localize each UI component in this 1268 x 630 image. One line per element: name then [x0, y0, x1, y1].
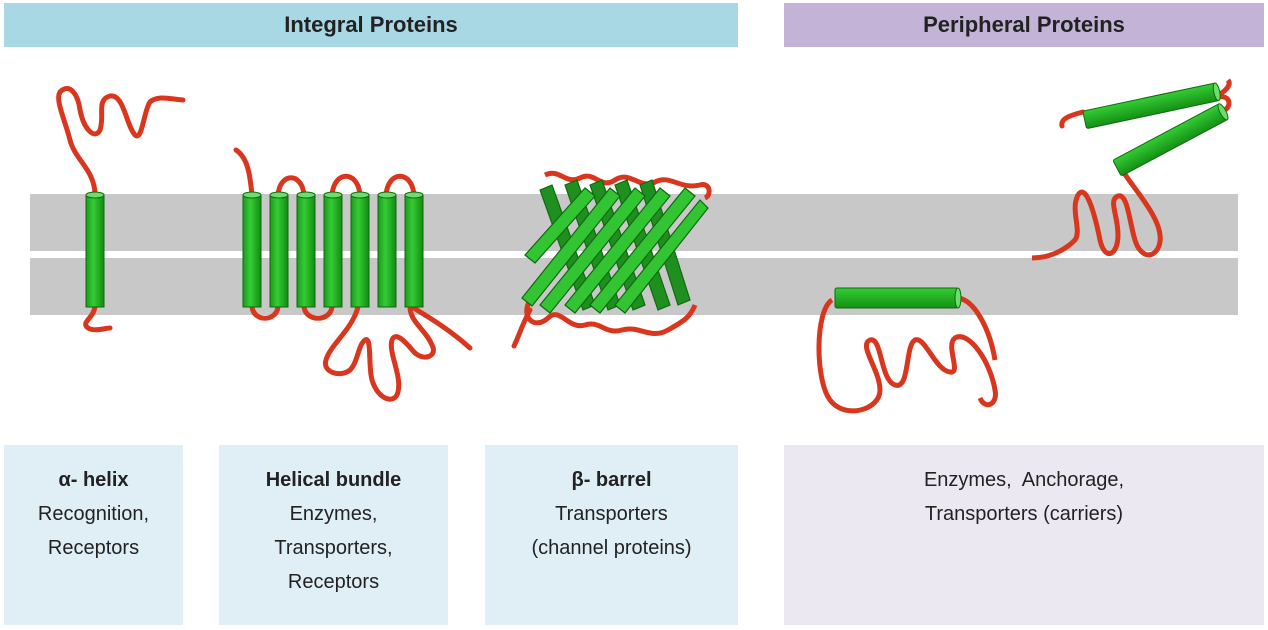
beta-barrel-line-2: (channel proteins) — [531, 537, 692, 559]
peripheral-line-2: Transporters (carriers) — [924, 503, 1124, 525]
alpha-helix-title: α- helix — [58, 469, 129, 491]
peripheral-info-box: Enzymes, Anchorage, Transporters (carrie… — [784, 445, 1264, 625]
helical-bundle-line-1: Enzymes, — [289, 503, 378, 525]
helical-bundle-protein-icon — [233, 147, 473, 402]
integral-proteins-header: Integral Proteins — [284, 12, 458, 37]
alpha-helix-line-2: Receptors — [47, 537, 140, 559]
peripheral-proteins-header: Peripheral Proteins — [923, 12, 1125, 37]
peripheral-protein-outer-icon — [1031, 78, 1232, 261]
helical-bundle-info-box: Helical bundle Enzymes, Transporters, Re… — [219, 445, 448, 625]
beta-barrel-info-box: β- barrel Transporters (channel proteins… — [485, 445, 738, 625]
beta-barrel-title: β- barrel — [571, 469, 652, 491]
beta-barrel-protein-icon — [511, 170, 712, 349]
alpha-helix-line-1: Recognition, — [37, 503, 150, 525]
helical-bundle-line-3: Receptors — [287, 571, 380, 593]
beta-barrel-line-1: Transporters — [555, 503, 668, 525]
alpha-helix-protein-icon — [56, 86, 186, 333]
peripheral-line-1: Enzymes, Anchorage, — [923, 469, 1125, 491]
peripheral-protein-inner-icon — [816, 287, 998, 414]
helical-bundle-line-2: Transporters, — [274, 537, 393, 559]
alpha-helix-info-box: α- helix Recognition, Receptors — [4, 445, 183, 625]
helical-bundle-title: Helical bundle — [265, 469, 402, 491]
